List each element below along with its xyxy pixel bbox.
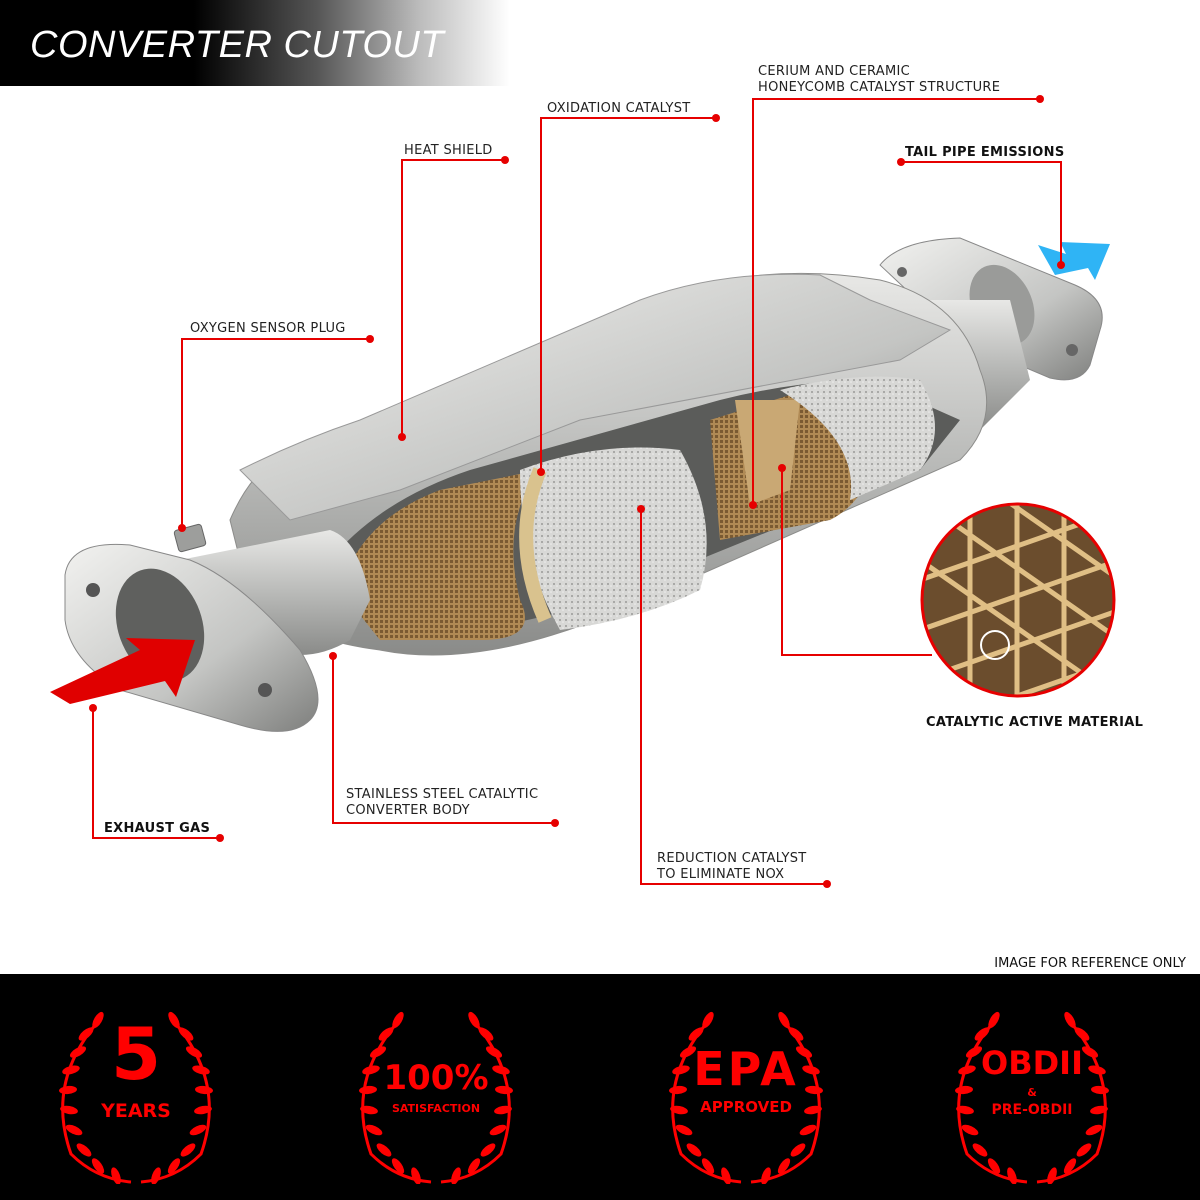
disclaimer: IMAGE FOR REFERENCE ONLY xyxy=(994,956,1186,971)
badge-epa-main: EPA xyxy=(693,1042,799,1096)
callout-reduction-catalyst: REDUCTION CATALYST TO ELIMINATE NOX xyxy=(657,851,807,883)
callout-exhaust-gas: EXHAUST GAS xyxy=(104,821,211,836)
badge-obdii: OBDII & PRE-OBDII xyxy=(922,1004,1142,1184)
badge-obdii-ampersand: & xyxy=(1027,1086,1037,1099)
callout-oxidation-catalyst: OXIDATION CATALYST xyxy=(547,101,691,116)
tailpipe-arrow-icon xyxy=(1038,242,1110,280)
converter-illustration xyxy=(50,95,1116,888)
badge-5-years: 5 YEARS xyxy=(26,1004,246,1184)
callout-reduction-line2: TO ELIMINATE NOX xyxy=(657,867,785,882)
badge-epa-approved: EPA APPROVED xyxy=(636,1004,856,1184)
heat-shield xyxy=(239,273,952,521)
callout-stainless-line1: STAINLESS STEEL CATALYTIC xyxy=(346,787,539,802)
callout-tail-pipe-emissions: TAIL PIPE EMISSIONS xyxy=(905,145,1065,160)
callout-cerium: CERIUM AND CERAMIC HONEYCOMB CATALYST ST… xyxy=(758,64,1000,96)
badge-5-years-sub: YEARS xyxy=(101,1100,171,1122)
inlet-flange xyxy=(64,523,370,732)
callout-heat-shield: HEAT SHIELD xyxy=(404,143,493,158)
callout-dots xyxy=(89,95,1065,888)
badge-satisfaction-sub: SATISFACTION xyxy=(391,1102,481,1115)
exhaust-gas-arrow-icon xyxy=(50,638,195,704)
badge-obdii-main: OBDII xyxy=(981,1044,1083,1082)
badge-obdii-sub: PRE-OBDII xyxy=(991,1102,1073,1118)
badge-epa-sub: APPROVED xyxy=(700,1098,792,1116)
badge-satisfaction: 100% SATISFACTION xyxy=(326,1004,546,1184)
callout-catalytic-active-material: CATALYTIC ACTIVE MATERIAL xyxy=(926,715,1144,730)
badge-5-years-main: 5 xyxy=(110,1012,162,1096)
page-title: CONVERTER CUTOUT xyxy=(30,24,445,66)
badge-satisfaction-main: 100% xyxy=(383,1058,489,1098)
callout-stainless-line2: CONVERTER BODY xyxy=(346,803,470,818)
callout-cerium-line1: CERIUM AND CERAMIC xyxy=(758,64,910,79)
header-banner: CONVERTER CUTOUT xyxy=(0,0,510,86)
callout-oxygen-sensor-plug: OXYGEN SENSOR PLUG xyxy=(190,321,346,336)
catalytic-material-magnifier xyxy=(920,502,1116,698)
callout-stainless-steel-body: STAINLESS STEEL CATALYTIC CONVERTER BODY xyxy=(346,787,538,819)
callout-lines xyxy=(92,98,1062,885)
callout-cerium-line2: HONEYCOMB CATALYST STRUCTURE xyxy=(758,80,1001,95)
callout-reduction-line1: REDUCTION CATALYST xyxy=(657,851,807,866)
